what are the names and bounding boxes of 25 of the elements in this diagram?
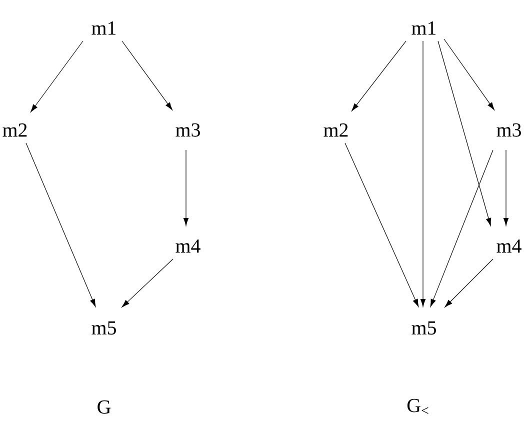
vertex-label: m1 xyxy=(92,21,116,35)
arrow xyxy=(30,40,84,112)
arrow xyxy=(420,40,426,307)
vertex-label: m4 xyxy=(176,239,200,253)
vertex-label: m4 xyxy=(496,239,522,253)
vertex-label: m2 xyxy=(2,123,27,137)
vertex-label: m2 xyxy=(324,123,348,137)
arrow xyxy=(444,38,494,110)
vertex-label: m5 xyxy=(92,321,116,335)
vertex-label: m1 xyxy=(412,21,436,35)
arrow xyxy=(26,142,96,307)
graph-label: G$_{<}$ xyxy=(407,398,428,414)
vertex-label: m5 xyxy=(412,321,436,335)
vertex-label: m3 xyxy=(176,123,200,137)
arrow xyxy=(352,40,406,112)
arrow xyxy=(438,40,492,226)
arrow xyxy=(344,142,419,307)
arrow xyxy=(503,150,509,226)
arrow xyxy=(430,150,494,307)
vertex-label: m3 xyxy=(496,123,521,137)
arrow xyxy=(122,258,174,308)
arrow xyxy=(183,150,189,226)
graph-label: G xyxy=(98,400,111,414)
arrow xyxy=(444,258,494,308)
arrow xyxy=(122,40,172,110)
